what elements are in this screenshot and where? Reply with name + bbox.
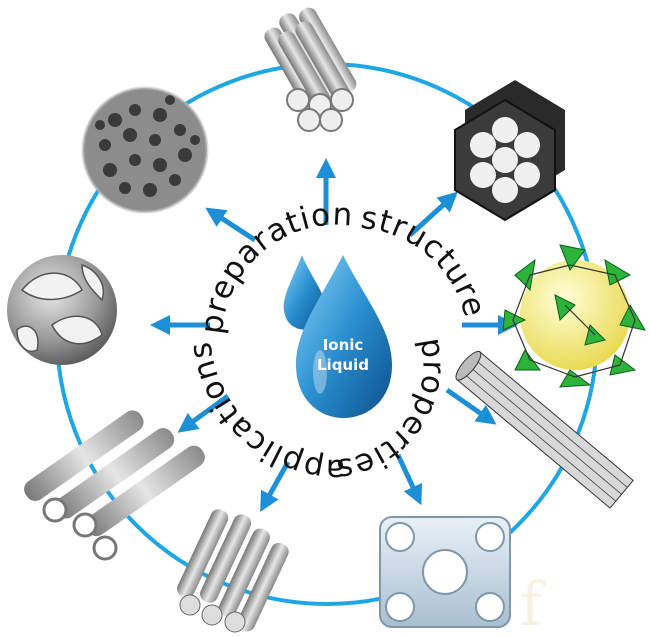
drop-label-line1: Ionic xyxy=(323,336,364,354)
arrow-to-hollow-tubes xyxy=(177,393,230,433)
hexagonal-rod-bundle-icon xyxy=(264,7,357,132)
ionic-liquid-drops: Ionic Liquid xyxy=(283,255,392,418)
polyhedral-framework-icon xyxy=(502,244,647,388)
arrow-to-porous-sphere xyxy=(205,207,257,243)
arrow-to-honeycomb xyxy=(408,191,458,237)
nanowire-bundle-icon xyxy=(177,509,289,633)
porous-sphere-icon xyxy=(81,86,209,214)
drop-label-line2: Liquid xyxy=(317,356,369,374)
large-drop-icon xyxy=(296,255,392,418)
gyroid-sphere-icon xyxy=(7,255,117,365)
arrow-to-nanowires xyxy=(260,460,291,512)
zeolite-cage-icon xyxy=(379,516,511,628)
carbon-nanotube-icon xyxy=(455,350,634,509)
arrow-to-zeolite xyxy=(395,453,423,506)
arrows xyxy=(150,158,518,512)
watermark-mark: f xyxy=(520,570,546,637)
hollow-tubes-icon xyxy=(24,410,205,561)
honeycomb-prism-icon xyxy=(454,80,565,222)
arrow-to-nanotube xyxy=(445,387,497,425)
